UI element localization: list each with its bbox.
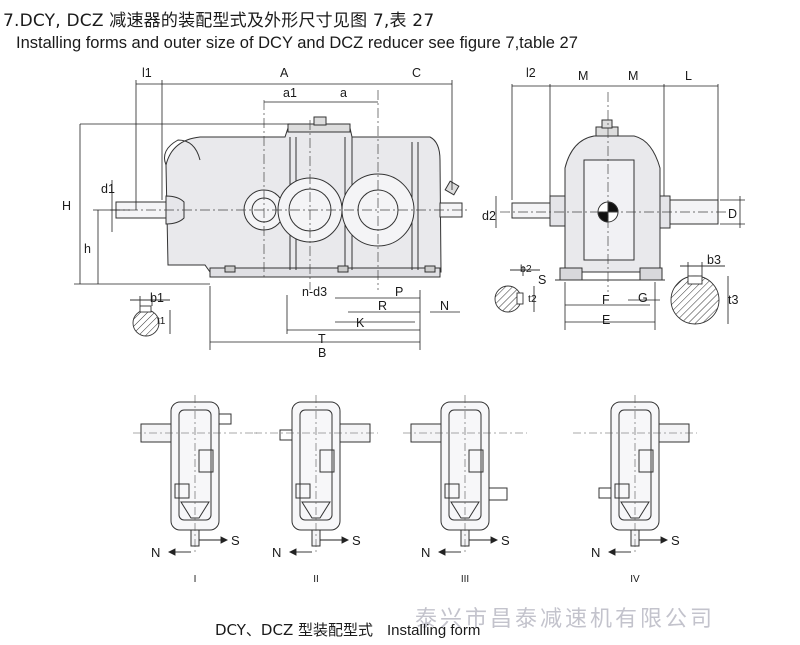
form-numeral: II	[313, 574, 319, 585]
form-s-label: S	[231, 533, 240, 548]
form-s-label: S	[671, 533, 680, 548]
dim-L: L	[685, 69, 692, 83]
front-view	[115, 116, 463, 278]
side-dimension-lines	[495, 84, 745, 330]
dim-l2: l2	[526, 66, 536, 80]
form-numeral: I	[194, 574, 197, 585]
dim-K: K	[356, 316, 365, 330]
dim-P: P	[395, 285, 403, 299]
dim-R: R	[378, 299, 387, 313]
dim-M-left: M	[578, 69, 588, 83]
dim-H: H	[62, 199, 71, 213]
dim-G: G	[638, 291, 648, 305]
dim-S: S	[538, 273, 546, 287]
form-numeral: IV	[630, 574, 640, 585]
dimension-labels: l1 A C a1 a H h d1 b1 t1 n-d3 P R K N T …	[62, 66, 738, 360]
dim-T: T	[318, 332, 326, 346]
dim-t3: t3	[728, 293, 738, 307]
form-4: N S IV	[573, 395, 697, 585]
form-s-label: S	[352, 533, 361, 548]
front-key-section	[130, 296, 171, 337]
dim-C: C	[412, 66, 421, 80]
dim-nd3: n-d3	[302, 285, 327, 299]
installing-forms: N S I N S II N S III N S IV	[133, 395, 697, 585]
front-centerlines	[110, 90, 470, 290]
form-n-label: N	[151, 545, 160, 560]
dim-E: E	[602, 313, 610, 327]
dim-a: a	[340, 86, 347, 100]
form-2: N S II	[254, 395, 378, 585]
dim-B: B	[318, 346, 326, 360]
caption: DCY、DCZ 型装配型式 Installing form	[215, 619, 480, 640]
caption-english: Installing form	[387, 622, 481, 639]
form-numeral: III	[461, 574, 469, 585]
dim-b2: b2	[520, 263, 532, 275]
form-n-label: N	[421, 545, 430, 560]
dim-A: A	[280, 66, 289, 80]
dim-t1: t1	[157, 316, 166, 327]
form-3: N S III	[403, 395, 527, 585]
form-s-label: S	[501, 533, 510, 548]
side-key-section-right	[670, 262, 729, 325]
dim-M-right: M	[628, 69, 638, 83]
dim-d1: d1	[101, 182, 115, 196]
form-n-label: N	[591, 545, 600, 560]
dim-l1: l1	[142, 66, 152, 80]
side-centerlines	[500, 92, 728, 292]
form-1: N S I	[133, 395, 257, 585]
dim-a1: a1	[283, 86, 297, 100]
dim-F: F	[602, 293, 610, 307]
dim-h: h	[84, 242, 91, 256]
dim-d2: d2	[482, 209, 496, 223]
dim-D: D	[728, 207, 737, 221]
dim-N: N	[440, 299, 449, 313]
title-chinese: 7.DCY, DCZ 减速器的装配型式及外形尺寸见图 7,表 27	[3, 11, 435, 31]
dim-b3: b3	[707, 253, 721, 267]
title-english: Installing forms and outer size of DCY a…	[16, 34, 578, 52]
watermark: 泰兴市昌泰减速机有限公司	[415, 607, 716, 632]
front-dimension-lines	[74, 80, 460, 350]
dim-b1: b1	[150, 291, 164, 305]
caption-chinese: DCY、DCZ 型装配型式	[215, 621, 373, 639]
side-view	[511, 119, 719, 281]
side-key-section-left	[494, 266, 540, 313]
dim-t2: t2	[528, 293, 537, 305]
form-n-label: N	[272, 545, 281, 560]
